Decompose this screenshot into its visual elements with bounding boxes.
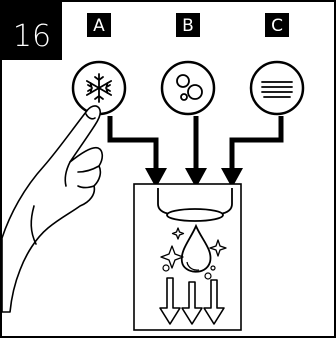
arrow-heads — [145, 168, 243, 188]
outflow-arrow-3 — [203, 279, 225, 325]
option-c-badge — [265, 13, 289, 37]
hand-outline — [1, 105, 104, 313]
bubbles-icon — [176, 74, 203, 101]
arrow-a-head — [145, 168, 167, 188]
finger-crease-3 — [77, 185, 95, 189]
step-badge-background — [2, 2, 62, 60]
drop-highlight — [186, 261, 200, 271]
lines-icon — [261, 81, 293, 98]
step-number: 16 — [13, 19, 51, 54]
water-drop-icon — [180, 223, 212, 273]
arrow-c-head — [221, 168, 243, 188]
outflow-arrows — [159, 277, 225, 325]
button-a[interactable] — [71, 60, 127, 116]
option-a-badge — [87, 13, 111, 37]
arrow-a-path — [107, 116, 159, 170]
option-a-label: A — [87, 13, 111, 37]
option-b-label: B — [176, 13, 200, 37]
option-b-letter: B — [182, 16, 194, 36]
finger-crease-2 — [77, 165, 100, 173]
outflow-arrow-1 — [159, 277, 181, 325]
button-c-circle[interactable] — [249, 60, 305, 116]
dispenser-spout — [166, 208, 224, 222]
sparkle-icons — [160, 227, 227, 269]
hand-illustration — [1, 105, 104, 313]
outflow-arrow-2 — [181, 281, 203, 325]
snowflake-icon — [86, 73, 112, 103]
flow-arrows — [107, 116, 284, 170]
fingernail — [85, 113, 96, 120]
option-b-badge — [176, 13, 200, 37]
dispenser — [133, 183, 242, 331]
arrow-b-head — [185, 168, 207, 188]
palm-line — [30, 205, 37, 245]
button-c[interactable] — [249, 60, 305, 116]
arrow-c-path — [229, 116, 284, 170]
step-badge: 16 — [2, 2, 62, 60]
option-a-letter: A — [93, 16, 105, 36]
bubble-dots — [162, 264, 216, 280]
finger-crease-1 — [64, 161, 71, 187]
option-c-label: C — [265, 13, 289, 37]
button-b-circle[interactable] — [160, 60, 216, 116]
option-c-letter: C — [271, 16, 283, 36]
button-b[interactable] — [160, 60, 216, 116]
